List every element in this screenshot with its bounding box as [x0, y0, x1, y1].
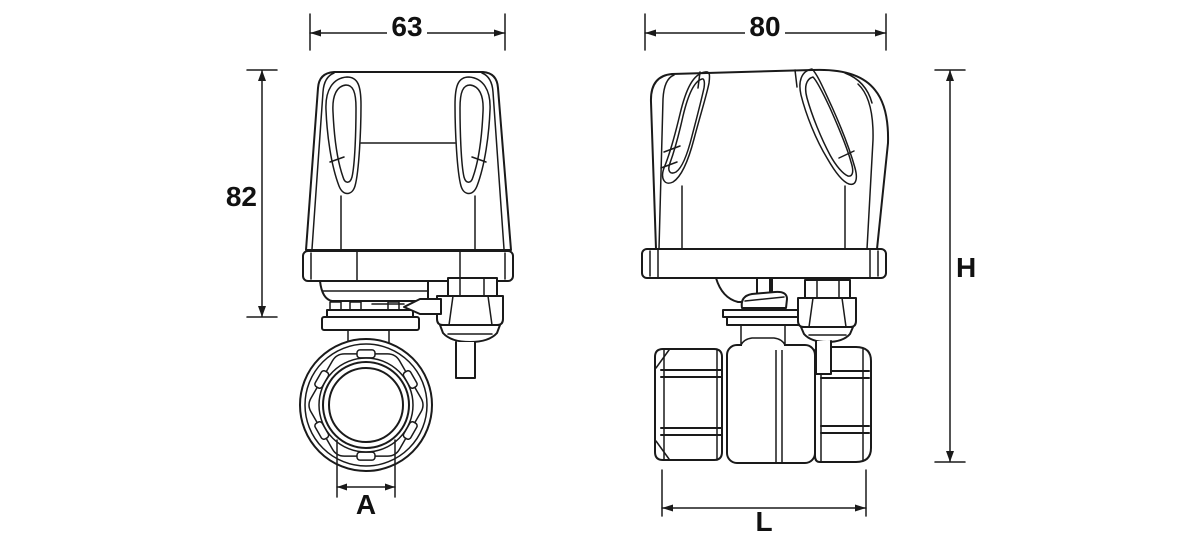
- gland-nut-side: [798, 298, 856, 327]
- valve-body-side: [727, 325, 815, 463]
- cable-gland-front: [437, 278, 503, 378]
- spade-terminal: [372, 299, 441, 314]
- valve-port-face: [300, 339, 432, 471]
- hex-flats: [661, 370, 722, 435]
- grip-right: [800, 69, 856, 184]
- housing-outline: [651, 70, 888, 249]
- hex-nut-left: [655, 349, 722, 460]
- grip-right: [455, 77, 490, 194]
- port-bore: [329, 368, 403, 442]
- dim-label-h: H: [956, 252, 976, 283]
- dim-side-width: 80: [645, 9, 886, 50]
- dim-front-height: 82: [226, 70, 277, 317]
- side-view: 80 H L: [642, 9, 976, 534]
- bracket-plate-bottom: [322, 317, 419, 330]
- stem-packing: [741, 325, 785, 345]
- gland-cable-front: [456, 342, 475, 378]
- dim-label-a: A: [356, 489, 376, 520]
- actuator-housing-side: [651, 69, 888, 249]
- dim-label-82: 82: [226, 181, 257, 212]
- dim-side-length: L: [662, 470, 866, 534]
- dim-side-height: H: [935, 70, 976, 462]
- grip-left: [326, 77, 361, 194]
- cable-gland-side: [798, 280, 856, 342]
- front-view: 63 82 A: [226, 9, 513, 520]
- dim-port-diameter: A: [337, 440, 395, 520]
- bracket-side: [716, 278, 806, 325]
- bracket-front: [320, 281, 428, 345]
- port-outer-ring: [300, 339, 432, 471]
- mounting-flange-front: [303, 251, 513, 281]
- stem-cap: [742, 292, 787, 308]
- hex-nut-face: [309, 354, 423, 456]
- gland-nut-front: [437, 296, 503, 325]
- valve-center-body: [727, 345, 815, 463]
- dim-label-80: 80: [749, 11, 780, 42]
- bracket-plate-bottom: [727, 317, 801, 325]
- dim-front-width: 63: [310, 9, 505, 50]
- actuator-housing-front: [306, 72, 511, 250]
- bracket-plate-top: [723, 310, 806, 317]
- dim-label-63: 63: [391, 11, 422, 42]
- bracket-plate-top: [327, 310, 413, 317]
- mounting-flange-side: [642, 249, 886, 278]
- grip-left: [663, 72, 710, 183]
- hex-flats: [821, 371, 869, 433]
- dim-label-l: L: [755, 506, 772, 534]
- housing-outline: [306, 72, 511, 250]
- gland-cable-side: [816, 341, 831, 374]
